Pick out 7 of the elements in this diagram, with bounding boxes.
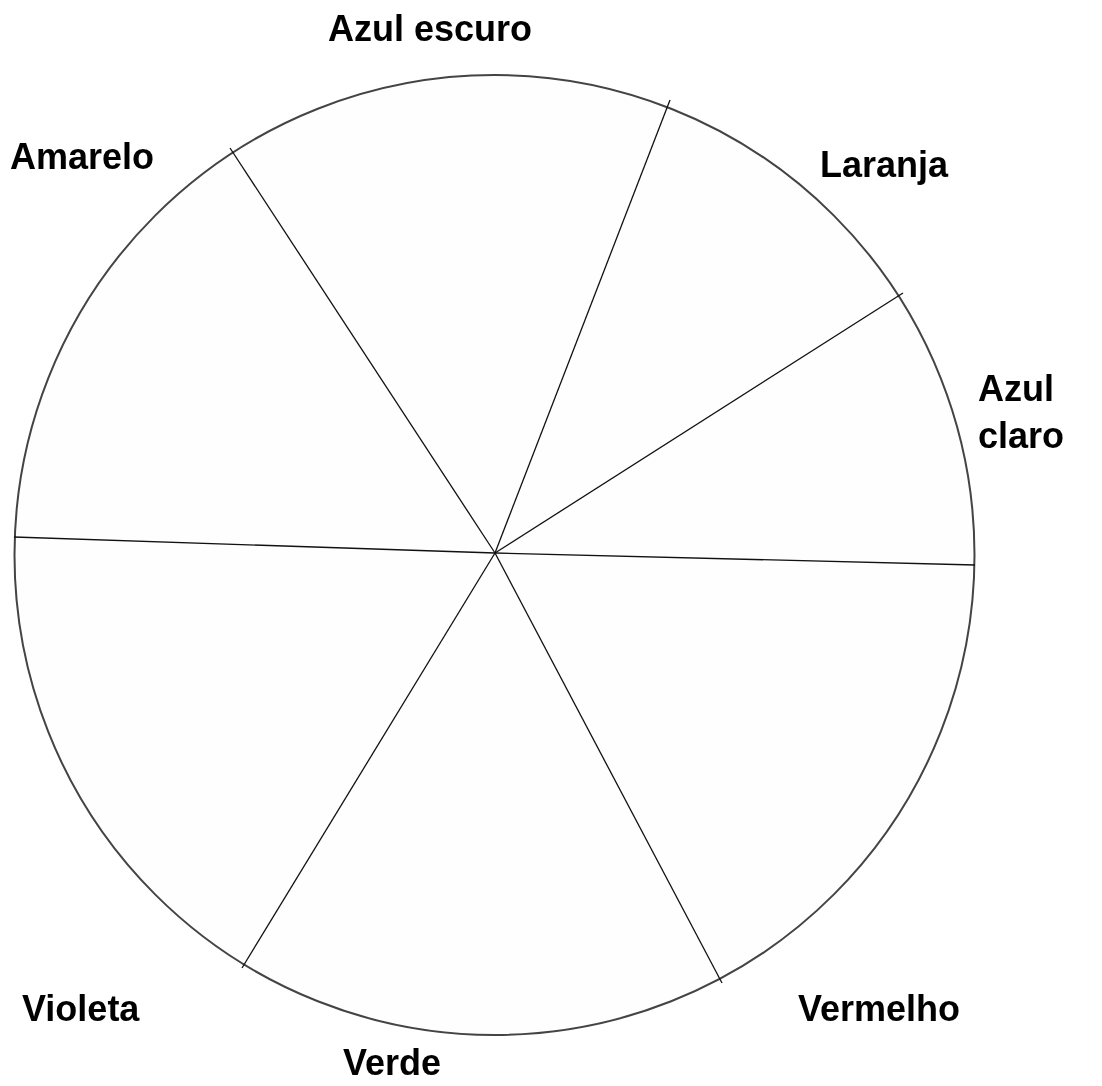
sector-label: Violeta xyxy=(22,987,140,1031)
sector-label: Verde xyxy=(343,1041,442,1085)
sector-label: Laranja xyxy=(820,143,949,187)
sector-label: Azul claro xyxy=(978,367,1066,458)
sector-label: Amarelo xyxy=(10,135,155,179)
sector-label: Vermelho xyxy=(798,987,961,1031)
sector-label: Azul escuro xyxy=(328,7,533,51)
